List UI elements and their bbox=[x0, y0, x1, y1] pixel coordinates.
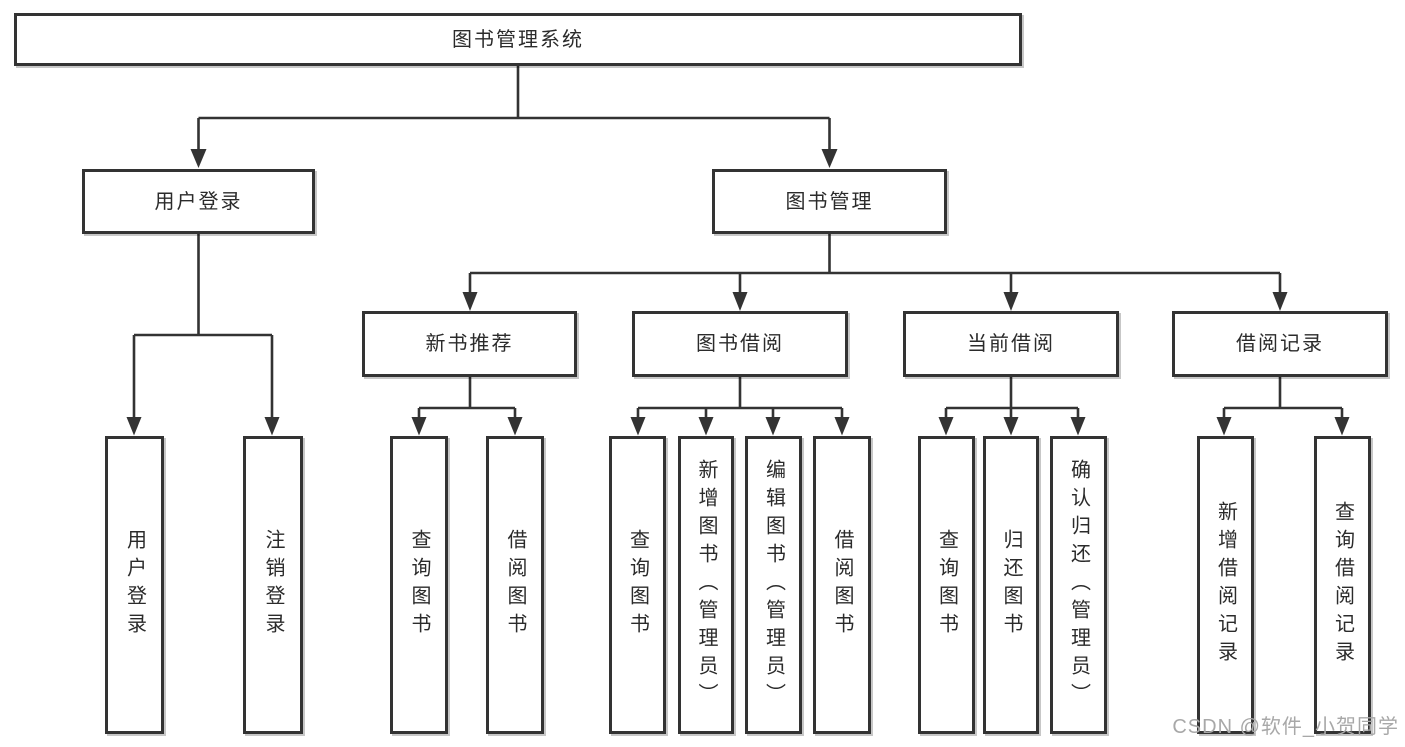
node-label: 用户登录 bbox=[154, 190, 243, 213]
node-book-borrowing: 图书借阅 bbox=[632, 311, 848, 377]
node-label: 借阅图书 bbox=[831, 529, 853, 641]
node-label: 归还图书 bbox=[1000, 529, 1022, 641]
leaf-user-login: 用户登录 bbox=[105, 436, 164, 734]
node-label: 注销登录 bbox=[262, 529, 284, 641]
node-user-login: 用户登录 bbox=[82, 169, 315, 234]
leaf-query-books-current: 查询图书 bbox=[918, 436, 975, 734]
node-label: 新增借阅记录 bbox=[1214, 501, 1237, 669]
csdn-watermark: CSDN @软件_小贺同学 bbox=[1172, 716, 1399, 738]
node-label: 新书推荐 bbox=[425, 333, 514, 355]
leaf-edit-book-admin: 编辑图书（管理员） bbox=[745, 436, 802, 734]
node-label: 当前借阅 bbox=[967, 333, 1055, 355]
leaf-query-books-borrowing: 查询图书 bbox=[609, 436, 666, 734]
node-label: 图书借阅 bbox=[696, 333, 784, 355]
leaf-query-books-recommend: 查询图书 bbox=[390, 436, 448, 734]
node-label: 新增图书（管理员） bbox=[695, 459, 717, 711]
node-current-borrowing: 当前借阅 bbox=[903, 311, 1119, 377]
node-library-management-system: 图书管理系统 bbox=[14, 13, 1022, 66]
node-label: 确认归还（管理员） bbox=[1067, 459, 1090, 711]
leaf-borrow-books-recommend: 借阅图书 bbox=[486, 436, 544, 734]
leaf-add-book-admin: 新增图书（管理员） bbox=[678, 436, 734, 734]
leaf-logout: 注销登录 bbox=[243, 436, 303, 734]
node-label: 图书管理 bbox=[785, 190, 874, 213]
node-label: 借阅图书 bbox=[504, 529, 526, 641]
node-label: 借阅记录 bbox=[1236, 333, 1324, 355]
node-label: 编辑图书（管理员） bbox=[762, 459, 785, 711]
node-label: 用户登录 bbox=[123, 529, 146, 641]
node-label: 查询图书 bbox=[408, 529, 430, 641]
leaf-confirm-return-admin: 确认归还（管理员） bbox=[1050, 436, 1107, 734]
leaf-query-borrow-record: 查询借阅记录 bbox=[1314, 436, 1371, 734]
node-book-management: 图书管理 bbox=[712, 169, 947, 234]
node-label: 查询借阅记录 bbox=[1331, 501, 1354, 669]
node-label: 查询图书 bbox=[935, 529, 958, 641]
leaf-return-book: 归还图书 bbox=[983, 436, 1039, 734]
node-new-book-recommendation: 新书推荐 bbox=[362, 311, 577, 377]
node-borrowing-records: 借阅记录 bbox=[1172, 311, 1388, 377]
leaf-add-borrow-record: 新增借阅记录 bbox=[1197, 436, 1254, 734]
node-label: 图书管理系统 bbox=[452, 28, 584, 51]
leaf-borrow-books-borrowing: 借阅图书 bbox=[813, 436, 871, 734]
node-label: 查询图书 bbox=[626, 529, 649, 641]
